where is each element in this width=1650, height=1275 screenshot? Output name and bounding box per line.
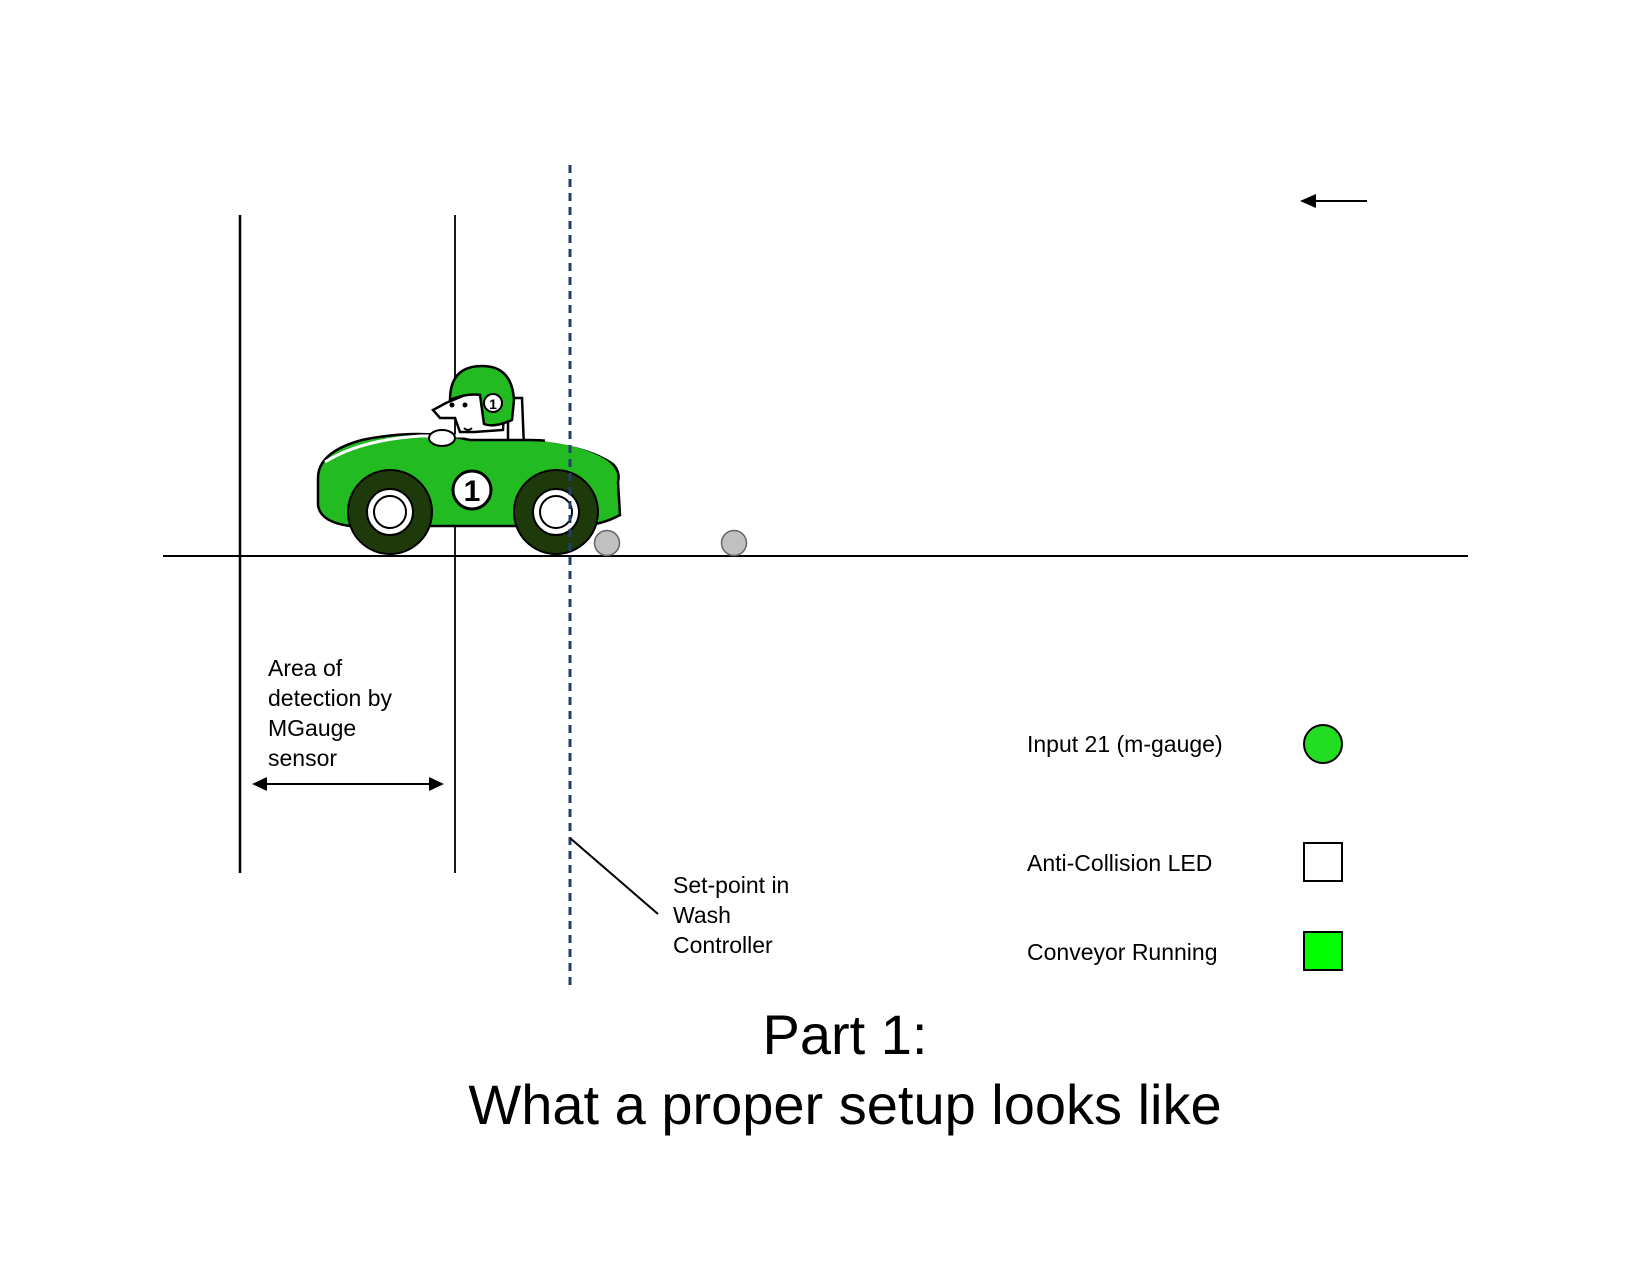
helmet-number: 1 [489, 396, 497, 412]
slide-title-line-1: Part 1: [762, 1003, 928, 1066]
detection-label-line: MGauge [268, 715, 357, 741]
conveyor-roller [720, 529, 748, 557]
conveyor-running-indicator [1303, 931, 1343, 971]
car-number-badge [451, 469, 493, 511]
detection-label-line: detection by [268, 685, 393, 711]
legend-label-anti-collision-led: Anti-Collision LED [1027, 850, 1213, 876]
front-wheel [513, 469, 599, 555]
legend-label-input-21: Input 21 (m-gauge) [1027, 731, 1223, 757]
detection-label-line: sensor [268, 745, 338, 771]
anti-collision-led-indicator [1303, 842, 1343, 882]
detection-width-arrow [252, 777, 444, 791]
helmet-number-badge [483, 393, 503, 413]
setpoint-label-line: Wash [673, 902, 731, 928]
race-car-illustration: 1 1 [316, 364, 622, 555]
conveyor-roller [593, 529, 621, 557]
input-21-indicator [1303, 724, 1343, 764]
rear-wheel [347, 469, 433, 555]
slide-title-line-2: What a proper setup looks like [468, 1073, 1222, 1136]
setpoint-label: Set-point in Wash Controller [673, 870, 789, 960]
conveyor-direction-arrow [1300, 194, 1367, 208]
setpoint-leader-line [569, 837, 659, 915]
legend-label-conveyor-running: Conveyor Running [1027, 939, 1218, 965]
detection-area-label: Area of detection by MGauge sensor [268, 653, 392, 773]
car-number: 1 [464, 475, 481, 508]
setpoint-label-line: Set-point in [673, 872, 790, 898]
detection-label-line: Area of [268, 655, 343, 681]
setpoint-label-line: Controller [673, 932, 773, 958]
